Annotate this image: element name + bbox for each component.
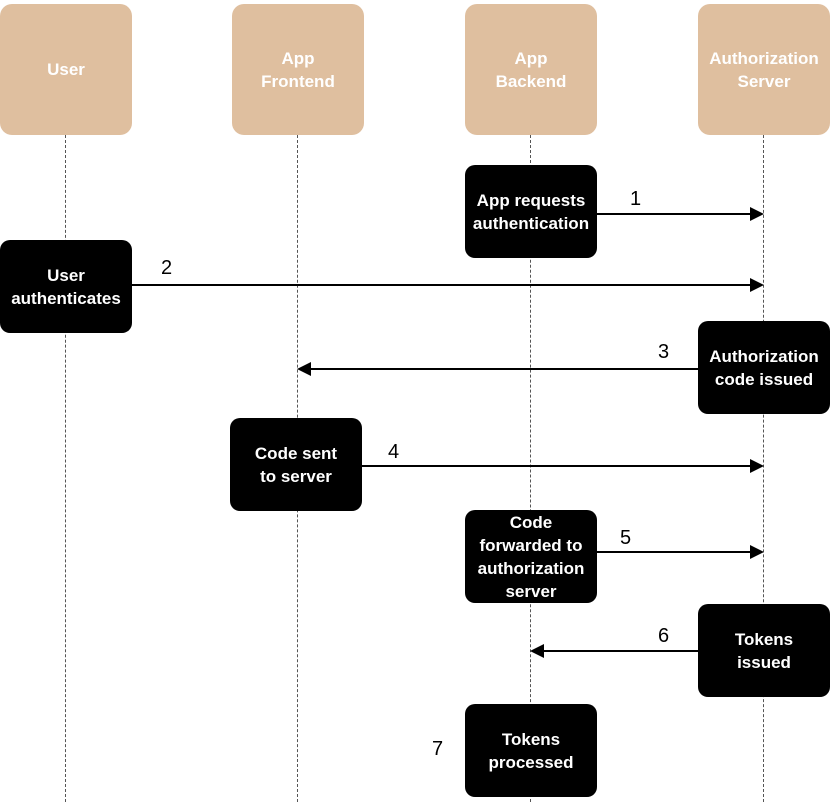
step-3-box: Authorization code issued [698,321,830,414]
arrow-step-2 [131,278,764,292]
step-6-box: Tokens issued [698,604,830,697]
arrow-step-6 [530,644,699,658]
step-number-5: 5 [620,527,632,549]
step-number-2: 2 [161,257,173,279]
step-number-1: 1 [630,188,642,210]
step-1-box: App requests authentication [465,165,597,258]
actor-user: User [0,4,132,135]
lifeline-app-backend [530,135,531,802]
step-number-6: 6 [658,625,670,647]
arrow-step-1 [596,207,764,221]
lifeline-user [65,135,66,802]
actor-authorization-server: Authorization Server [698,4,830,135]
actor-app-backend: App Backend [465,4,597,135]
step-4-box: Code sent to server [230,418,362,511]
actor-app-frontend: App Frontend [232,4,364,135]
step-number-3: 3 [658,341,670,363]
step-number-4: 4 [388,441,400,463]
step-2-box: User authenticates [0,240,132,333]
step-number-7: 7 [432,738,444,760]
arrow-step-4 [360,459,764,473]
arrow-step-3 [297,362,699,376]
arrow-step-5 [596,545,764,559]
step-7-box: Tokens processed [465,704,597,797]
step-5-box: Code forwarded to authorization server [465,510,597,603]
